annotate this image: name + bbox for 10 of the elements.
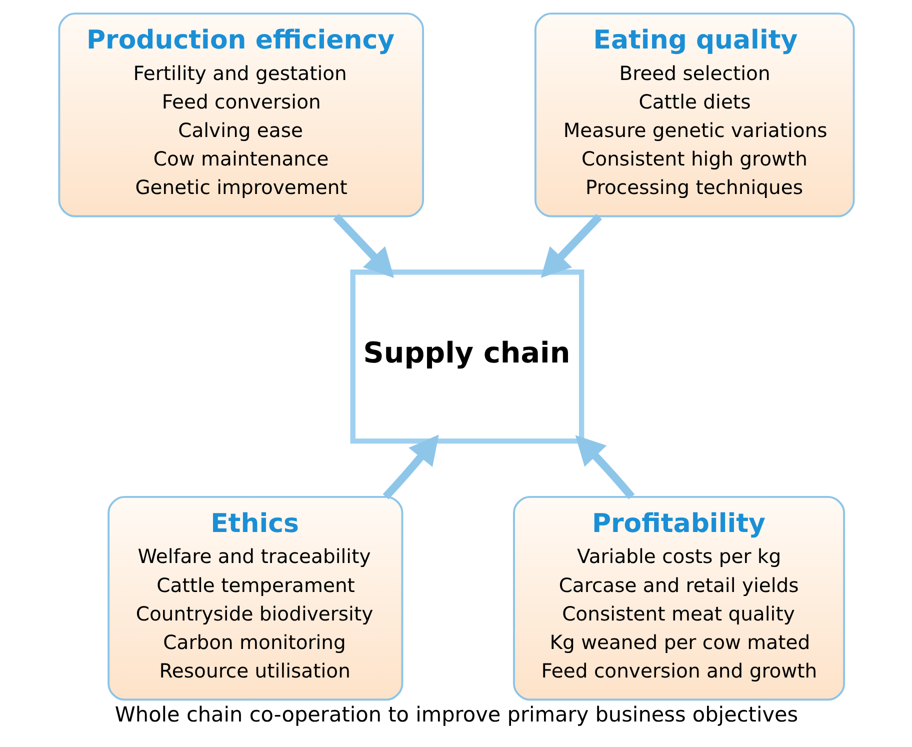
arrow: [332, 214, 394, 278]
arrow: [382, 434, 438, 500]
arrow: [574, 435, 634, 500]
caption: Whole chain co-operation to improve primary business objectives: [114, 702, 798, 726]
node-box: Profitability Variable costs per kg Carcase and retail yields Consistent meat quality Kg weaned per cow mated Feed conversion and growth: [512, 496, 845, 701]
node-box: Production efficiency Fertility and gestation Feed conversion Calving ease Cow maintenance Genetic improvement: [58, 12, 424, 218]
arrow: [540, 214, 602, 278]
node-box: Eating quality Breed selection Cattle diets Measure genetic variations Consistent high growth Processing techniques: [534, 12, 854, 218]
node-box: Supply chain: [350, 270, 584, 444]
node-box: Ethics Welfare and traceability Cattle temperament Countryside biodiversity Carbon monitoring Resource utilisation: [107, 496, 403, 701]
